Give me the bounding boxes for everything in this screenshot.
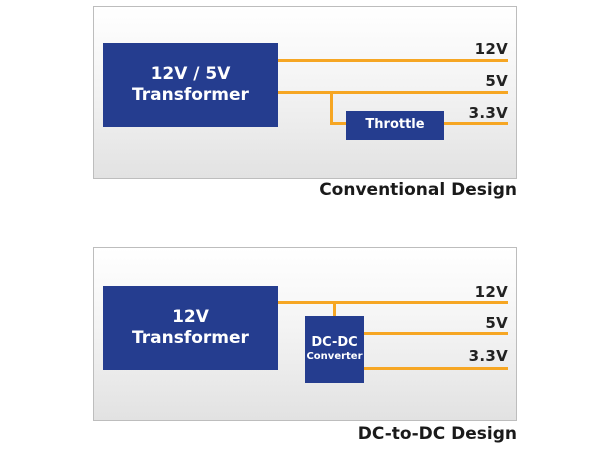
- wire-converter-feed: [333, 301, 336, 317]
- transformer-box-dcdc: 12V Transformer: [103, 286, 278, 370]
- transformer-dcdc-label-line1: 12V: [172, 306, 209, 327]
- transformer-label-line2: Transformer: [132, 85, 249, 105]
- transformer-dcdc-label-line2: Transformer: [132, 328, 249, 348]
- wire-5v-dcdc: [362, 332, 508, 335]
- wire-throttle-drop: [330, 91, 333, 125]
- throttle-box: Throttle: [346, 111, 444, 140]
- output-label-3v3-conventional: 3.3V: [468, 104, 508, 122]
- caption-dcdc-design: DC-to-DC Design: [357, 424, 517, 444]
- output-label-3v3-dcdc: 3.3V: [468, 347, 508, 365]
- transformer-box-conventional: 12V / 5V Transformer: [103, 43, 278, 127]
- output-label-12v-conventional: 12V: [474, 40, 508, 58]
- output-label-5v-dcdc: 5V: [485, 314, 508, 332]
- wire-12v-conventional: [278, 59, 508, 62]
- output-label-5v-conventional: 5V: [485, 72, 508, 90]
- converter-label-line1: DC-DC: [311, 335, 358, 351]
- output-label-12v-dcdc: 12V: [474, 283, 508, 301]
- wire-12v-dcdc: [278, 301, 508, 304]
- wire-5v-conventional: [278, 91, 508, 94]
- dcdc-converter-box: DC-DC Converter: [305, 316, 364, 383]
- wire-throttle-in: [330, 122, 348, 125]
- wire-3v3-conventional: [442, 122, 508, 125]
- transformer-label-line1: 12V / 5V: [150, 63, 231, 84]
- wire-3v3-dcdc: [362, 367, 508, 370]
- caption-conventional-design: Conventional Design: [319, 180, 517, 200]
- throttle-label: Throttle: [365, 117, 425, 133]
- converter-label-line2: Converter: [306, 351, 363, 363]
